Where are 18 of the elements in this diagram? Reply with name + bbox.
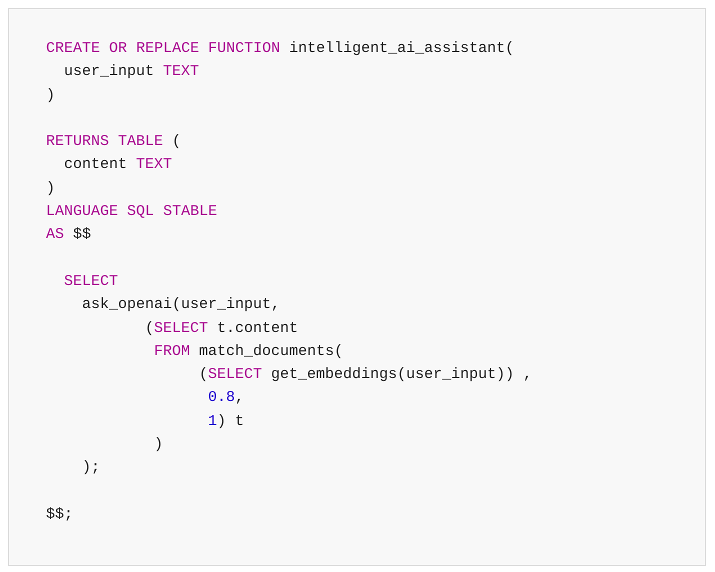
code-line: ); — [81, 458, 100, 478]
code-line: ask_openai(user_input, — [81, 295, 280, 316]
code-line: ) — [153, 435, 164, 456]
code-line: $$; — [46, 504, 74, 525]
code-line: content TEXT — [63, 155, 172, 176]
code-line: ) — [46, 86, 56, 106]
code-line: AS $$ — [46, 225, 92, 246]
code-line: ) — [46, 178, 56, 199]
code-line: 0.8, — [207, 388, 244, 408]
code-line: RETURNS TABLE ( — [46, 132, 182, 152]
code-line: (SELECT get_embeddings(user_input)) , — [198, 365, 532, 386]
code-line: LANGUAGE SQL STABLE — [46, 202, 218, 222]
code-line: (SELECT t.content — [144, 318, 298, 339]
code-line: CREATE OR REPLACE FUNCTION intelligent_ai_assistant( — [46, 39, 514, 59]
code-line: user_input TEXT — [63, 62, 200, 82]
code-line: SELECT — [63, 272, 118, 292]
code-line: 1) t — [207, 412, 244, 432]
code-line: FROM match_documents( — [153, 342, 344, 362]
